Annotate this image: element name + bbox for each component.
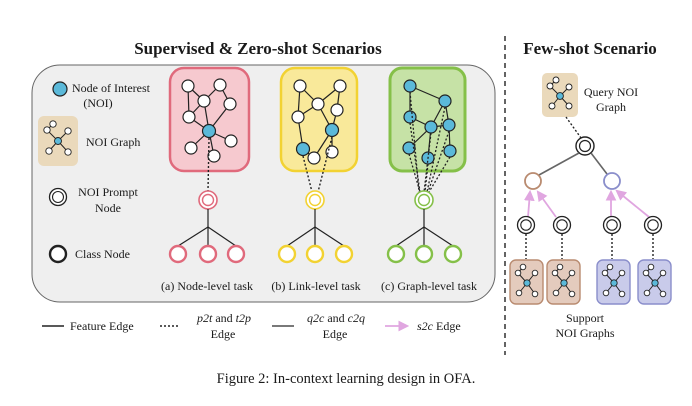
prompt-node-legend-icon: [48, 187, 68, 207]
legend-prompt-line2: Node: [95, 201, 121, 215]
support-prompt-nodes: [516, 215, 663, 235]
figure-caption: Figure 2: In-context learning design in …: [217, 371, 476, 387]
link-task-label: (b) Link-level task: [271, 279, 360, 293]
graph-level-task: (c) Graph-level task: [381, 66, 477, 293]
p2t-edge-label-line1: p2t and t2p: [196, 311, 251, 325]
legend-noi-graph: NOI Graph: [86, 135, 140, 149]
edge-legend: Feature Edge p2t and t2p Edge q2c and c2…: [42, 311, 461, 341]
class-node-brown: [524, 172, 542, 190]
link-level-task: (b) Link-level task: [271, 66, 361, 293]
supervised-panel: [31, 64, 496, 303]
node-task-label: (a) Node-level task: [161, 279, 253, 293]
legend: Node of Interest (NOI) NOI Graph NOI Pro…: [38, 81, 151, 264]
link-task-noi-1: [295, 141, 311, 157]
q2c-edge-label-line2: Edge: [323, 327, 348, 341]
feature-edge-label: Feature Edge: [70, 319, 134, 333]
fewshot-title: Few-shot Scenario: [523, 39, 657, 58]
q2c-edge-label-line1: q2c and c2q: [307, 311, 365, 325]
support-graph-brown-1: [509, 259, 544, 305]
support-graph-blue-1: [596, 259, 631, 305]
noi-legend-icon: [52, 81, 68, 97]
support-graph-blue-2: [637, 259, 672, 305]
s2c-edge-label: s2c Edge: [417, 319, 461, 333]
legend-prompt-line1: NOI Prompt: [78, 185, 138, 199]
class-node-blue: [603, 172, 621, 190]
class-node-legend-icon: [48, 244, 68, 264]
legend-noi-line2: (NOI): [83, 96, 112, 110]
query-label-line2: Graph: [596, 100, 626, 114]
query-graph-icon: [546, 76, 573, 110]
support-label-line1: Support: [566, 311, 605, 325]
query-label-line1: Query NOI: [584, 85, 638, 99]
fewshot-scenario: Query NOI Graph: [509, 73, 672, 340]
node-level-task: (a) Node-level task: [161, 66, 253, 293]
supervised-title: Supervised & Zero-shot Scenarios: [134, 39, 382, 58]
graph-task-label: (c) Graph-level task: [381, 279, 477, 293]
support-graph-brown-2: [546, 259, 581, 305]
noi-graph-legend-icon: [43, 120, 72, 156]
node-task-noi: [201, 123, 217, 139]
p2t-edge-label-line2: Edge: [211, 327, 236, 341]
legend-class-node: Class Node: [75, 247, 130, 261]
support-label-line2: NOI Graphs: [556, 326, 615, 340]
legend-noi-line1: Node of Interest: [72, 81, 151, 95]
link-task-noi-2: [324, 122, 340, 138]
